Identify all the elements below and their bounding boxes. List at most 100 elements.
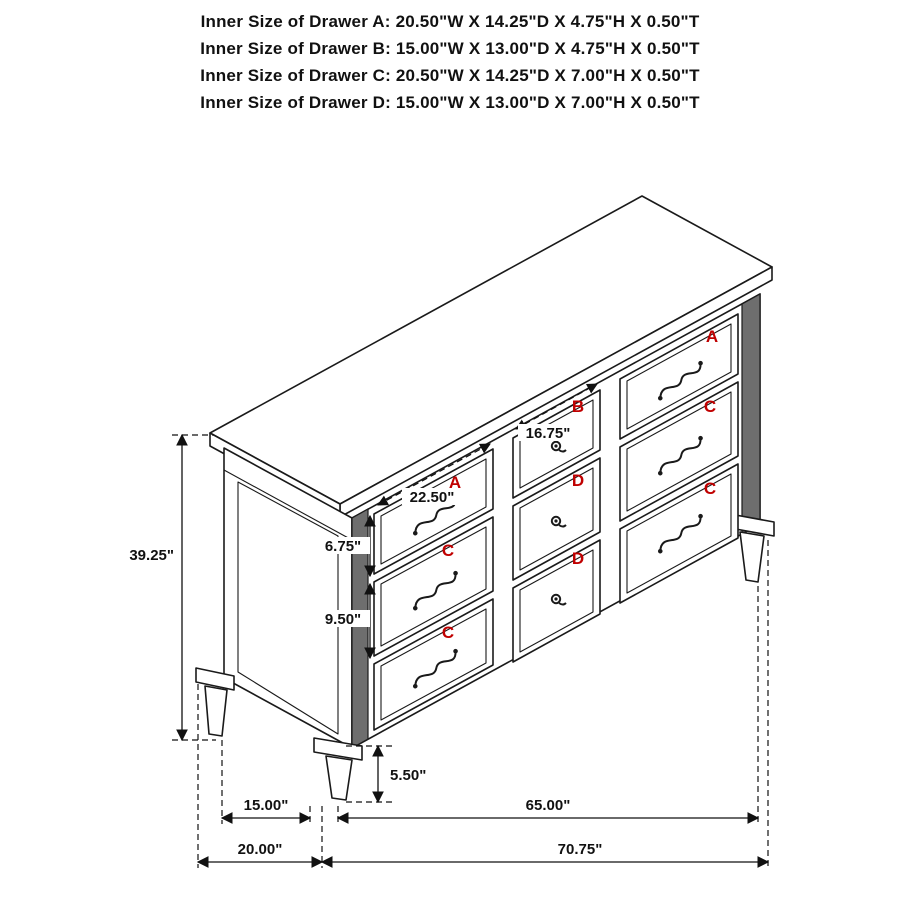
dimension-label: 15.00" <box>244 797 289 814</box>
dimension-label: 70.75" <box>558 841 603 858</box>
dimension-label: 20.00" <box>238 841 283 858</box>
drawer-size-line-c: Inner Size of Drawer C: 20.50"W X 14.25"… <box>200 66 700 85</box>
drawer-right-top: A <box>619 313 739 440</box>
drawer-pull-handle <box>657 360 703 401</box>
drawer-letter: C <box>704 397 716 416</box>
dimension-label: 16.75" <box>526 425 571 442</box>
label-backplate <box>402 488 462 505</box>
side-trim-line <box>223 469 353 541</box>
dimension-total-height: 39.25" <box>129 433 188 742</box>
drawer-front-outer <box>512 457 601 581</box>
drawer-front-outer <box>619 381 739 522</box>
knob-ring <box>550 440 562 452</box>
projection-lines <box>172 434 769 868</box>
drawer-letter: C <box>704 479 716 498</box>
leg-cap <box>313 737 363 761</box>
drawer-letter: D <box>572 471 584 490</box>
dimension-label: 9.50" <box>325 611 361 628</box>
leg-body <box>325 755 353 801</box>
drawer-size-line-b: Inner Size of Drawer B: 15.00"W X 13.00"… <box>200 39 700 58</box>
drawer-letter: D <box>572 549 584 568</box>
side-inset-panel <box>237 481 339 735</box>
handle-curve <box>414 651 457 687</box>
drawer-size-list: Inner Size of Drawer A: 20.50"W X 14.25"… <box>0 8 900 116</box>
drawer-front-inner <box>626 391 732 512</box>
drawer-pull-handle <box>657 435 703 476</box>
drawer-front-outer <box>619 313 739 440</box>
dimension-label: 6.75" <box>325 538 361 555</box>
drawer-front-inner <box>626 323 732 430</box>
drawer-knob <box>550 593 567 606</box>
knob-scroll <box>558 602 567 606</box>
drawer-front-inner <box>380 526 487 647</box>
leg-body <box>204 685 228 737</box>
label-backplate <box>316 610 370 627</box>
handle-curve <box>414 498 457 534</box>
drawer-pull-handle <box>412 648 458 689</box>
drawer-size-line-d: Inner Size of Drawer D: 15.00"W X 13.00"… <box>200 93 700 112</box>
dresser-drawing: A C C <box>195 195 775 801</box>
drawer-letter: B <box>572 397 584 416</box>
dimension-row-a-height: 6.75" <box>316 514 376 578</box>
leg-front-left <box>313 737 363 801</box>
dimension-label: 22.50" <box>410 489 455 506</box>
handle-curve <box>659 363 702 399</box>
corner-post-right <box>741 292 761 536</box>
drawer-pull-handle <box>657 513 703 554</box>
knob-ring <box>550 515 562 527</box>
dimension-leg-width-span: 65.00" <box>336 797 760 824</box>
drawer-front-outer <box>373 598 494 731</box>
handle-curve <box>414 573 457 609</box>
drawer-right-middle: C <box>619 381 739 522</box>
drawer-pull-handle <box>412 570 458 611</box>
label-backplate <box>518 424 578 441</box>
leg-body <box>739 531 765 583</box>
dimension-total-depth: 20.00" <box>196 841 324 868</box>
handle-rosette <box>657 548 663 554</box>
dimension-line <box>377 443 491 506</box>
drawer-front-outer <box>512 539 601 663</box>
handle-rosette <box>412 530 418 536</box>
label-backplate <box>316 537 370 554</box>
drawer-front-inner <box>626 473 732 594</box>
drawer-left-middle: C <box>373 516 494 657</box>
drawer-letter: A <box>706 327 718 346</box>
dimension-label: 39.25" <box>129 547 174 564</box>
handle-rosette <box>698 360 703 366</box>
drawer-middle-bottom: D <box>512 539 601 663</box>
drawer-middle-middle: D <box>512 457 601 581</box>
drawer-right-bottom: C <box>619 463 739 604</box>
knob-ring <box>550 593 562 605</box>
handle-curve <box>659 516 702 552</box>
corner-post-left <box>351 507 369 750</box>
handle-rosette <box>453 648 458 654</box>
knob-center <box>554 597 558 601</box>
leg-cap <box>195 667 235 691</box>
leg-back-left <box>195 667 235 737</box>
dimension-row-c-height: 9.50" <box>316 582 376 660</box>
dimension-line <box>515 383 598 430</box>
drawer-front-inner <box>380 608 487 721</box>
drawer-knob <box>550 515 567 528</box>
dimension-drawer-a-width: 22.50" <box>377 443 491 506</box>
drawer-letter: C <box>442 623 454 642</box>
drawer-size-line-a: Inner Size of Drawer A: 20.50"W X 14.25"… <box>200 12 700 31</box>
dimension-label: 5.50" <box>390 767 426 784</box>
handle-rosette <box>657 395 663 401</box>
dimension-drawer-b-width: 16.75" <box>515 383 598 442</box>
handle-curve <box>659 438 702 474</box>
dimension-total-width: 70.75" <box>320 841 770 868</box>
knob-center <box>554 444 558 448</box>
drawer-letter: C <box>442 541 454 560</box>
handle-rosette <box>453 570 458 576</box>
knob-scroll <box>558 449 567 453</box>
drawer-front-inner <box>519 467 594 571</box>
handle-rosette <box>698 435 703 441</box>
knob-scroll <box>558 524 567 528</box>
handle-rosette <box>698 513 703 519</box>
drawer-front-outer <box>619 463 739 604</box>
dimension-label: 65.00" <box>526 797 571 814</box>
handle-rosette <box>412 605 418 611</box>
handle-rosette <box>657 470 663 476</box>
